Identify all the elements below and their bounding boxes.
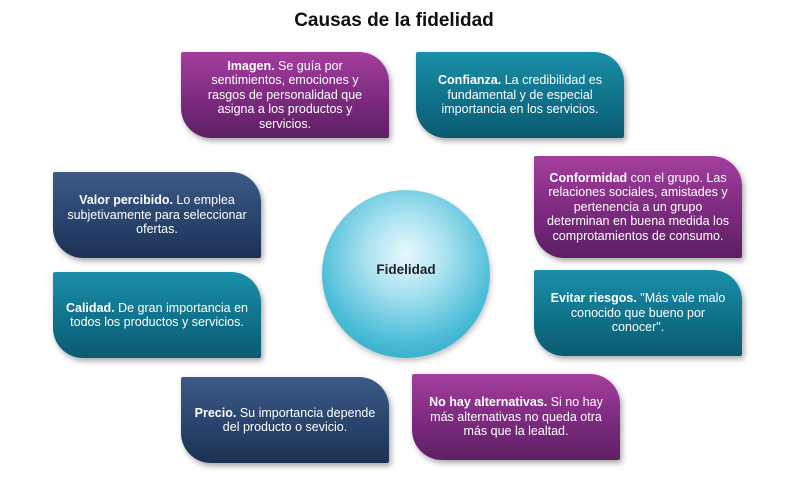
box-precio: Precio. Su importancia depende del produ…: [181, 377, 389, 463]
box-confianza-text: La credibilidad es fundamental y de espe…: [441, 73, 602, 117]
box-valor-heading: Valor percibido.: [79, 193, 173, 208]
box-confianza-heading: Confianza.: [438, 73, 502, 88]
box-valor-percibido: Valor percibido. Lo emplea subjetivament…: [53, 172, 261, 258]
box-precio-text: Su importancia depende del producto o se…: [222, 405, 376, 435]
box-conformidad-text: con el grupo. Las relaciones sociales, a…: [546, 170, 730, 243]
box-precio-heading: Precio.: [194, 405, 237, 420]
box-evitar-riesgos: Evitar riesgos. "Más vale malo conocido …: [534, 270, 742, 356]
box-imagen-text: Se guía por sentimientos, emociones y ra…: [207, 58, 363, 131]
box-valor-text: Lo emplea subjetivamente para selecciona…: [67, 193, 247, 237]
box-imagen-heading: Imagen.: [227, 58, 275, 73]
box-alternativas-heading: No hay alternativas.: [429, 395, 548, 410]
box-calidad-heading: Calidad.: [65, 300, 115, 315]
box-alternativas-text: Si no hay más alternativas no queda otra…: [430, 395, 603, 439]
box-riesgos-text: "Más vale malo conocido que bueno por co…: [570, 291, 726, 335]
center-label: Fidelidad: [376, 261, 436, 277]
box-conformidad: Conformidad con el grupo. Las relaciones…: [534, 156, 742, 258]
box-imagen: Imagen. Se guía por sentimientos, emocio…: [181, 52, 389, 138]
box-confianza: Confianza. La credibilidad es fundamenta…: [416, 52, 624, 138]
box-conformidad-heading: Conformidad: [549, 170, 628, 185]
box-riesgos-heading: Evitar riesgos.: [550, 291, 637, 306]
box-calidad: Calidad. De gran importancia en todos lo…: [53, 272, 261, 358]
center-circle: Fidelidad: [322, 190, 490, 358]
box-no-hay-alternativas: No hay alternativas. Si no hay más alter…: [412, 374, 620, 460]
diagram-title: Causas de la fidelidad: [294, 10, 494, 31]
box-calidad-text: De gran importancia en todos los product…: [70, 300, 249, 330]
